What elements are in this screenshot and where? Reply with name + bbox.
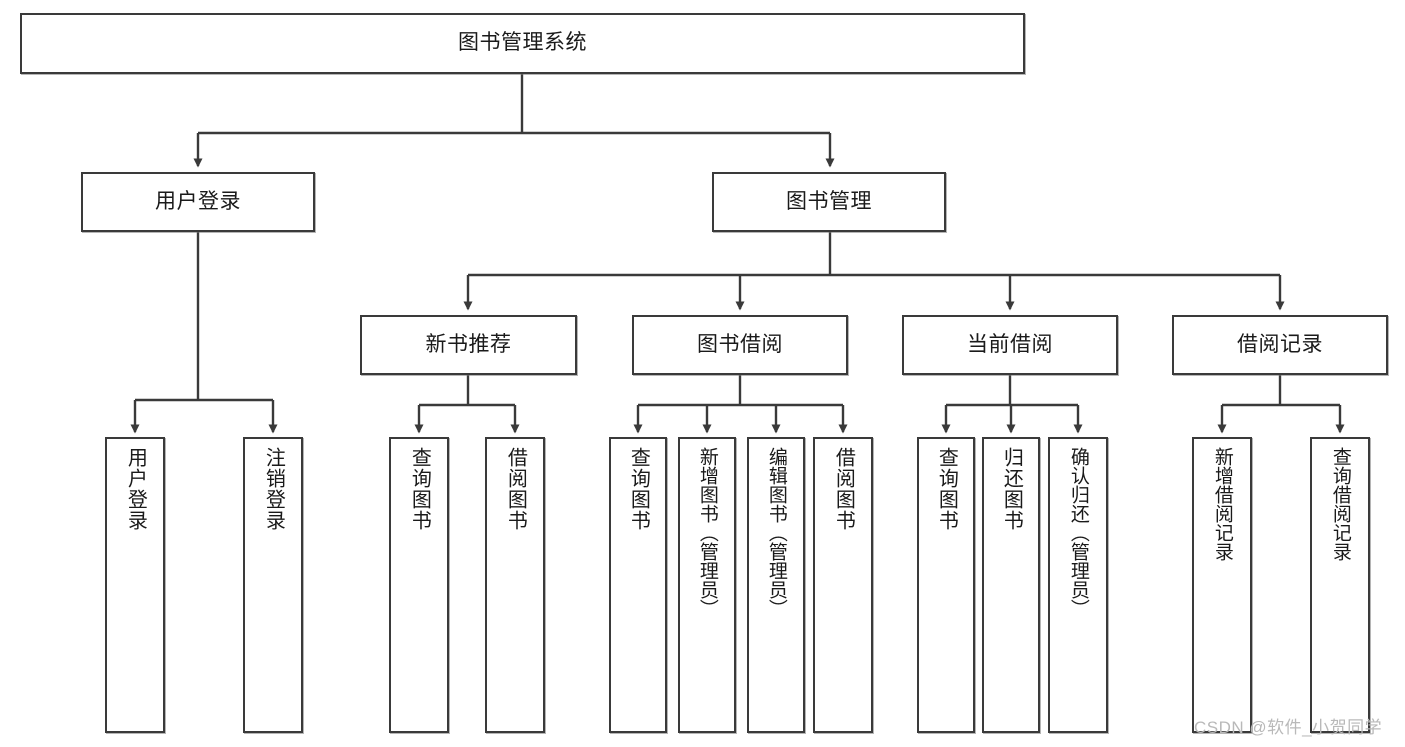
leaf-query-borrow-record[interactable]: 查询借阅记录: [1310, 437, 1370, 733]
node-book-manage[interactable]: 图书管理: [712, 172, 946, 232]
node-borrow-record-label: 借阅记录: [1237, 332, 1323, 356]
leaf-borrow-book-recommend-label: 借阅图书: [504, 447, 527, 531]
node-user-login[interactable]: 用户登录: [81, 172, 315, 232]
node-book-borrow[interactable]: 图书借阅: [632, 315, 848, 375]
leaf-add-borrow-record-label: 新增借阅记录: [1211, 447, 1233, 561]
leaf-add-book[interactable]: 新增图书（管理员）: [678, 437, 736, 733]
node-book-manage-label: 图书管理: [786, 189, 872, 213]
node-user-login-label: 用户登录: [155, 189, 241, 213]
csdn-watermark: CSDN @软件_小贺同学: [1194, 718, 1383, 737]
leaf-confirm-return[interactable]: 确认归还（管理员）: [1048, 437, 1108, 733]
leaf-edit-book[interactable]: 编辑图书（管理员）: [747, 437, 805, 733]
leaf-edit-book-label: 编辑图书（管理员）: [765, 447, 787, 618]
leaf-query-book-recommend[interactable]: 查询图书: [389, 437, 449, 733]
leaf-query-book-current[interactable]: 查询图书: [917, 437, 975, 733]
node-current-borrow-label: 当前借阅: [967, 332, 1053, 356]
node-borrow-record[interactable]: 借阅记录: [1172, 315, 1388, 375]
leaf-query-book-borrow[interactable]: 查询图书: [609, 437, 667, 733]
leaf-logout[interactable]: 注销登录: [243, 437, 303, 733]
node-root-system[interactable]: 图书管理系统: [20, 13, 1025, 74]
node-book-borrow-label: 图书借阅: [697, 332, 783, 356]
leaf-query-book-borrow-label: 查询图书: [627, 447, 650, 531]
node-current-borrow[interactable]: 当前借阅: [902, 315, 1118, 375]
leaf-query-borrow-record-label: 查询借阅记录: [1329, 447, 1351, 561]
leaf-return-book-label: 归还图书: [1000, 447, 1023, 531]
leaf-logout-label: 注销登录: [262, 447, 285, 531]
leaf-query-book-recommend-label: 查询图书: [408, 447, 431, 531]
node-new-book-recommend[interactable]: 新书推荐: [360, 315, 577, 375]
leaf-borrow-book-borrow[interactable]: 借阅图书: [813, 437, 873, 733]
node-root-system-label: 图书管理系统: [458, 31, 587, 55]
node-new-book-recommend-label: 新书推荐: [425, 332, 512, 356]
leaf-borrow-book-borrow-label: 借阅图书: [832, 447, 855, 531]
leaf-user-login-label: 用户登录: [124, 447, 147, 531]
leaf-user-login[interactable]: 用户登录: [105, 437, 165, 733]
leaf-query-book-current-label: 查询图书: [935, 447, 958, 531]
leaf-borrow-book-recommend[interactable]: 借阅图书: [485, 437, 545, 733]
leaf-confirm-return-label: 确认归还（管理员）: [1067, 447, 1089, 618]
leaf-add-borrow-record[interactable]: 新增借阅记录: [1192, 437, 1252, 733]
leaf-return-book[interactable]: 归还图书: [982, 437, 1040, 733]
leaf-add-book-label: 新增图书（管理员）: [696, 447, 718, 618]
